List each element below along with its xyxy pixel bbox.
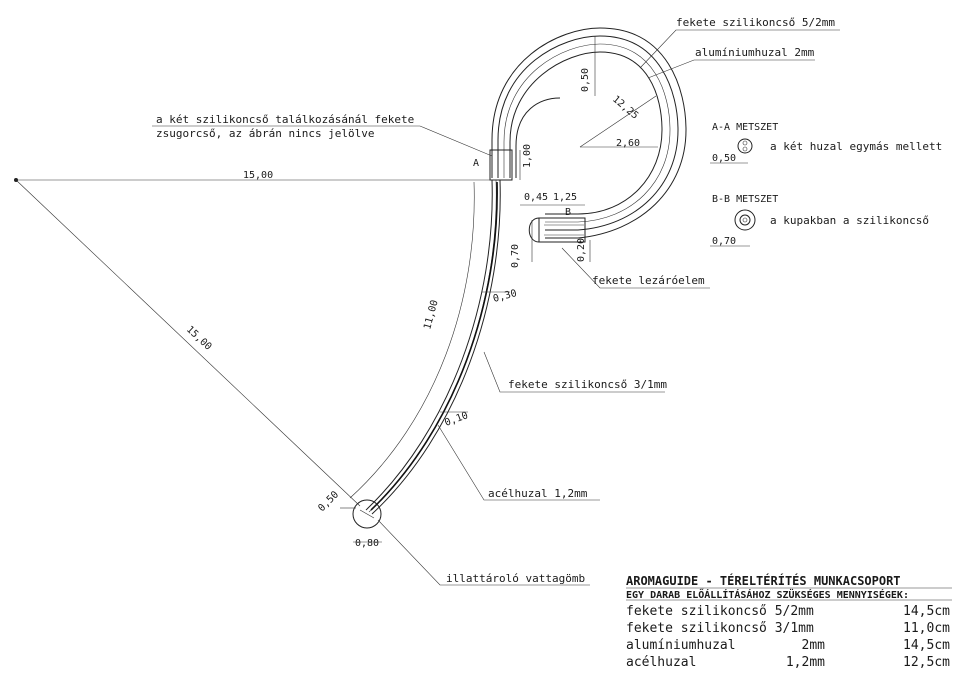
leader-cotton-ball bbox=[377, 519, 590, 586]
section-b-symbol bbox=[710, 209, 756, 247]
table-row-1-name: fekete szilikoncső 5/2mm bbox=[626, 604, 814, 619]
center-point bbox=[14, 178, 18, 182]
table-row-1-qty: 14,5cm bbox=[903, 604, 950, 619]
label-silicone-3-1: fekete szilikoncső 3/1mm bbox=[508, 378, 667, 391]
dim-1-25: 1,25 bbox=[553, 192, 577, 203]
label-cotton-ball: illattároló vattagömb bbox=[446, 572, 585, 585]
label-shrink-tube-line2: zsugorcső, az ábrán nincs jelölve bbox=[156, 127, 375, 140]
table-row-4-name: acélhuzal bbox=[626, 655, 696, 670]
dim-0-45: 0,45 bbox=[524, 192, 548, 203]
leader-shrink-tube bbox=[152, 125, 493, 157]
dim-0-50-top: 0,50 bbox=[580, 68, 591, 92]
label-aluminium-wire: alumíniumhuzal 2mm bbox=[695, 46, 815, 59]
dim-0-70: 0,70 bbox=[510, 244, 521, 268]
dim-0-20: 0,20 bbox=[576, 238, 587, 262]
section-a-title: A-A METSZET bbox=[712, 122, 778, 133]
table-row-2-qty: 11,0cm bbox=[903, 621, 950, 636]
dim-0-80: 0,80 bbox=[355, 538, 379, 549]
junction-sleeve bbox=[489, 149, 513, 181]
section-b-desc: a kupakban a szilikoncső bbox=[770, 214, 929, 227]
marker-b: B bbox=[565, 207, 571, 218]
table-subtitle: EGY DARAB ELŐÁLLÍTÁSÁHOZ SZÜKSÉGES MENNY… bbox=[626, 587, 909, 601]
section-a-desc: a két huzal egymás mellett bbox=[770, 140, 942, 153]
dim-11: 11,00 bbox=[422, 299, 440, 331]
leader-silicone-5-2 bbox=[639, 29, 840, 69]
materials-table: AROMAGUIDE - TÉRELTÉRÍTÉS MUNKACSOPORT E… bbox=[626, 573, 950, 670]
label-end-cap: fekete lezáróelem bbox=[592, 274, 705, 287]
leader-end-cap bbox=[561, 247, 710, 289]
dim-15-diagonal: 15,00 bbox=[184, 324, 214, 353]
dim-15-horizontal: 15,00 bbox=[243, 170, 273, 181]
table-row-3-qty: 14,5cm bbox=[903, 638, 950, 653]
table-row-4-qty: 12,5cm bbox=[903, 655, 950, 670]
end-cap bbox=[528, 217, 586, 243]
table-row-3-spec: 2mm bbox=[802, 638, 826, 653]
leader-aluminium bbox=[647, 59, 815, 79]
dim-0-30: 0,30 bbox=[492, 288, 518, 305]
label-steel-wire: acélhuzal 1,2mm bbox=[488, 487, 588, 500]
dim-0-50-bottom: 0,50 bbox=[316, 489, 341, 514]
marker-a: A bbox=[473, 158, 479, 169]
dim-line-15-diagonal bbox=[15, 179, 361, 507]
dim-arc-11 bbox=[349, 181, 475, 499]
table-row-4-spec: 1,2mm bbox=[786, 655, 825, 670]
section-a-symbol bbox=[710, 138, 753, 164]
dim-1-00: 1,00 bbox=[522, 144, 533, 168]
cotton-ball bbox=[352, 499, 382, 529]
dim-2-60: 2,60 bbox=[616, 138, 640, 149]
table-title: AROMAGUIDE - TÉRELTÉRÍTÉS MUNKACSOPORT bbox=[626, 573, 901, 588]
leader-silicone-3-1 bbox=[483, 351, 665, 393]
curved-stem bbox=[365, 179, 501, 515]
section-a-dim: 0,50 bbox=[712, 153, 736, 164]
table-row-3-name: alumíniumhuzal bbox=[626, 638, 736, 653]
section-b-title: B-B METSZET bbox=[712, 194, 778, 205]
dim-12-25: 12,25 bbox=[610, 94, 640, 122]
label-shrink-tube-line1: a két szilikoncső találkozásánál fekete bbox=[156, 113, 414, 126]
table-row-2-name: fekete szilikoncső 3/1mm bbox=[626, 621, 814, 636]
hook-loop bbox=[491, 27, 687, 239]
label-silicone-5-2: fekete szilikoncső 5/2mm bbox=[676, 16, 835, 29]
leader-steel-wire bbox=[437, 424, 600, 501]
section-b-dim: 0,70 bbox=[712, 236, 736, 247]
